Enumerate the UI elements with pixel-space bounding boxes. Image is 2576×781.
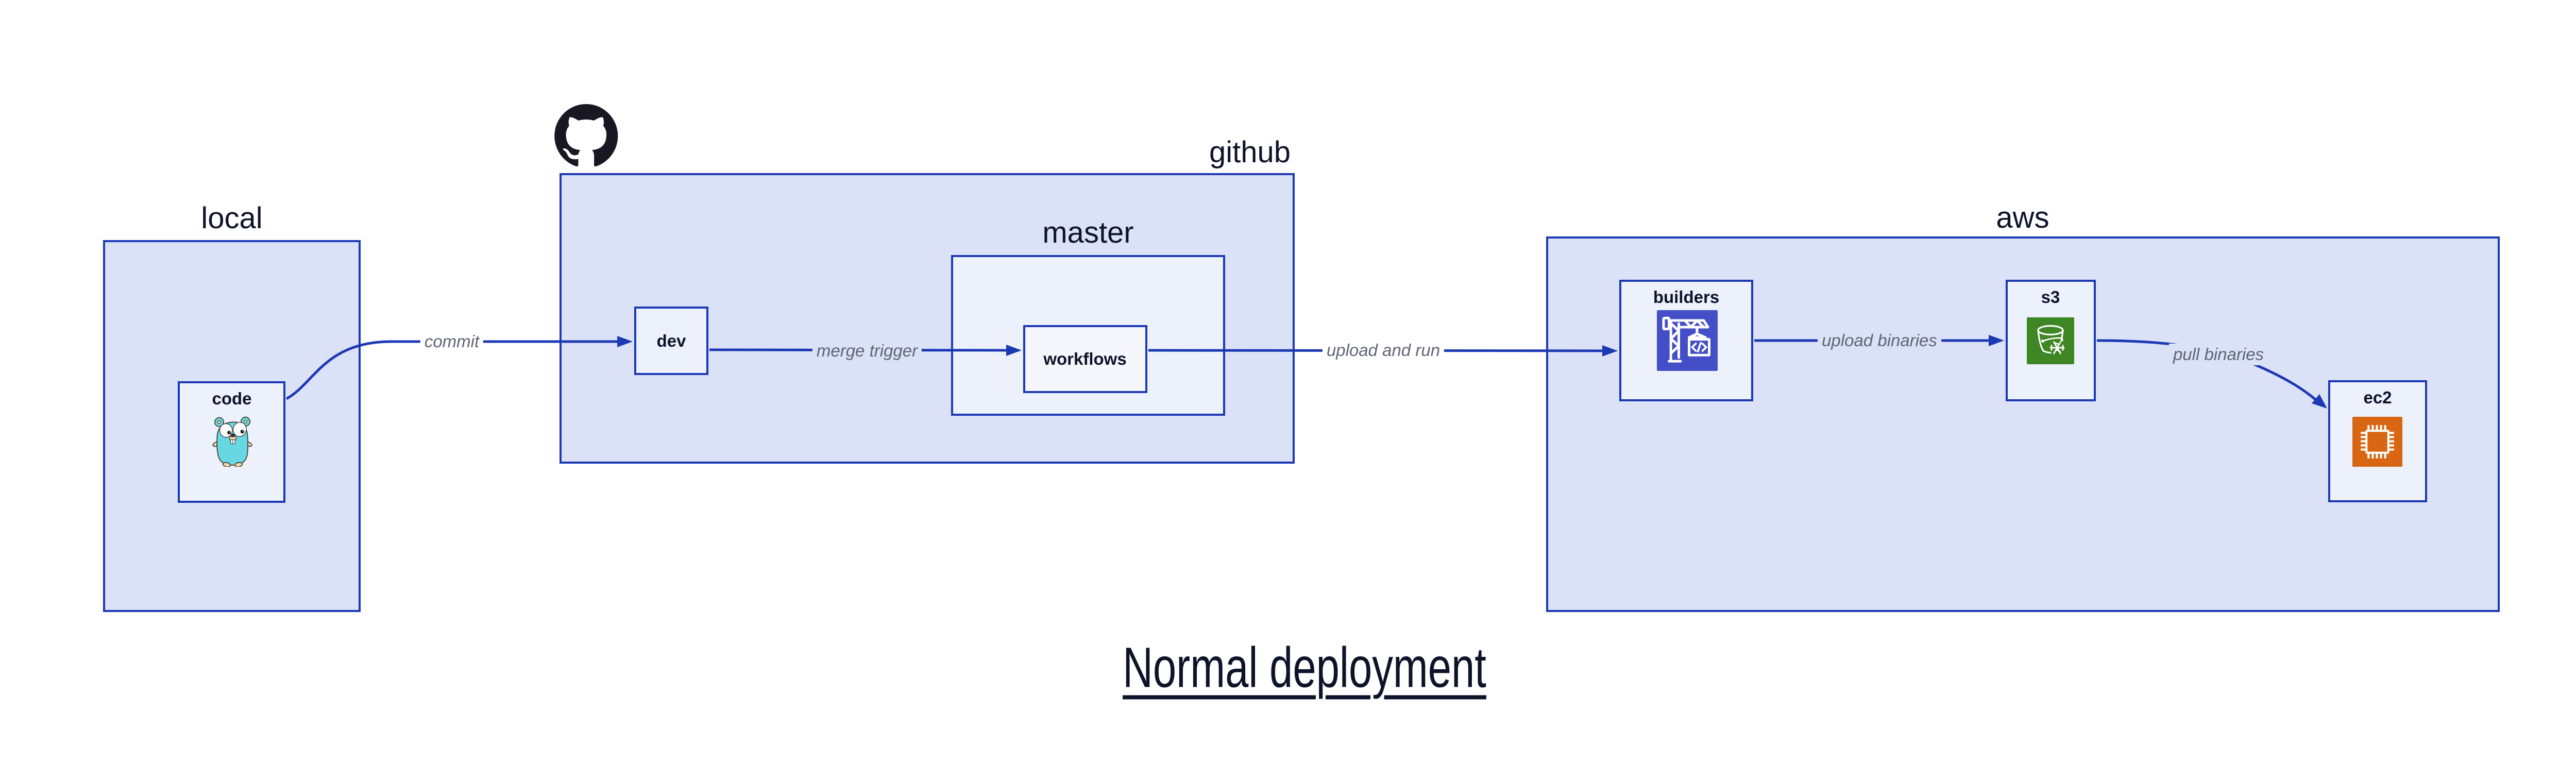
dev-node-label: dev — [656, 331, 686, 350]
aws-s3-glacier-bucket-snowflake-icon — [2027, 317, 2074, 364]
builders-node-label: builders — [1653, 287, 1720, 307]
workflows-node-box — [1023, 325, 1147, 393]
aws-container-label: aws — [1996, 201, 2049, 234]
upload-and-run-edge-label: upload and run — [1322, 339, 1445, 361]
go-gopher-icon — [212, 416, 252, 467]
diagram-title: Normal deployment — [1123, 636, 1486, 700]
local-container-label: local — [201, 201, 263, 235]
github-octocat-icon — [554, 104, 618, 166]
merge-trigger-edge-label: merge trigger — [812, 340, 922, 362]
upload-binaries-edge-label: upload binaries — [1818, 330, 1941, 351]
master-container-label: master — [1042, 216, 1134, 249]
aws-codebuild-crane-icon — [1657, 310, 1718, 371]
workflows-node-label: workflows — [1043, 349, 1127, 368]
code-node-label: code — [212, 389, 252, 408]
commit-edge-label: commit — [420, 331, 484, 352]
ec2-node-label: ec2 — [2363, 388, 2392, 407]
aws-ec2-chip-icon — [2352, 417, 2402, 467]
s3-node-label: s3 — [2041, 287, 2060, 307]
github-container-label: github — [1209, 135, 1291, 169]
pull-binaries-edge-label: pull binaries — [2168, 344, 2268, 365]
builders-node-box — [1619, 280, 1753, 401]
dev-node-box — [634, 307, 708, 375]
